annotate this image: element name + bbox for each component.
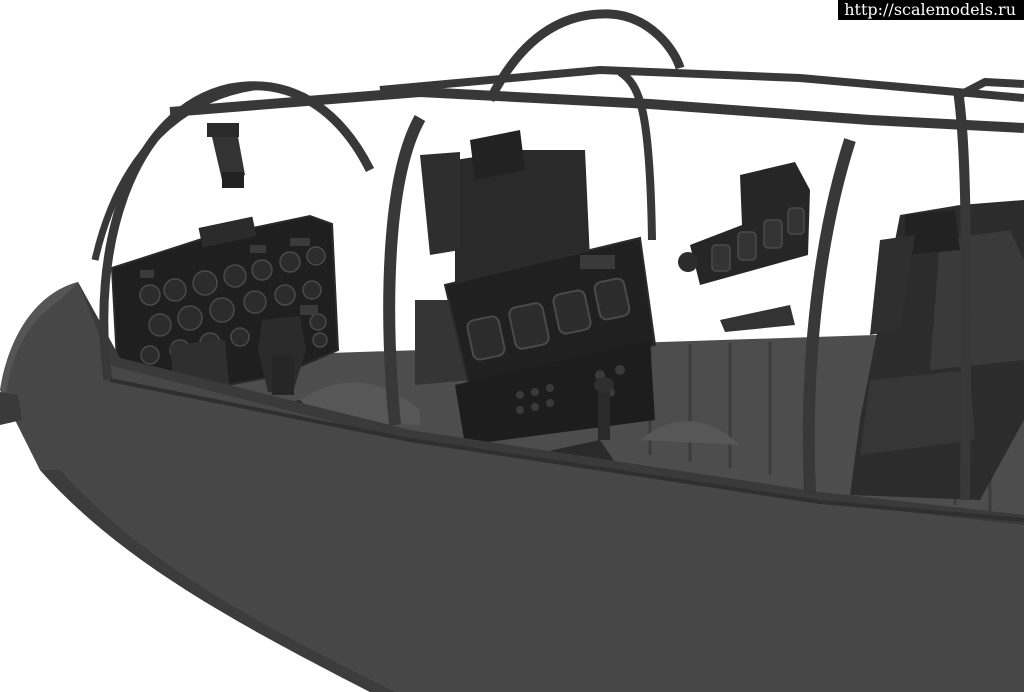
fuselage: [0, 282, 1024, 692]
front-ejection-seat: [415, 130, 590, 385]
cockpit-sill-rail: [109, 378, 1024, 522]
rear-canopy-instrument: [678, 162, 810, 332]
rear-ejection-seat: [850, 200, 1024, 500]
watermark-url: http://scalemodels.ru: [838, 0, 1024, 20]
canopy-frames: [91, 9, 1024, 501]
canopy-mirror: [207, 123, 245, 188]
